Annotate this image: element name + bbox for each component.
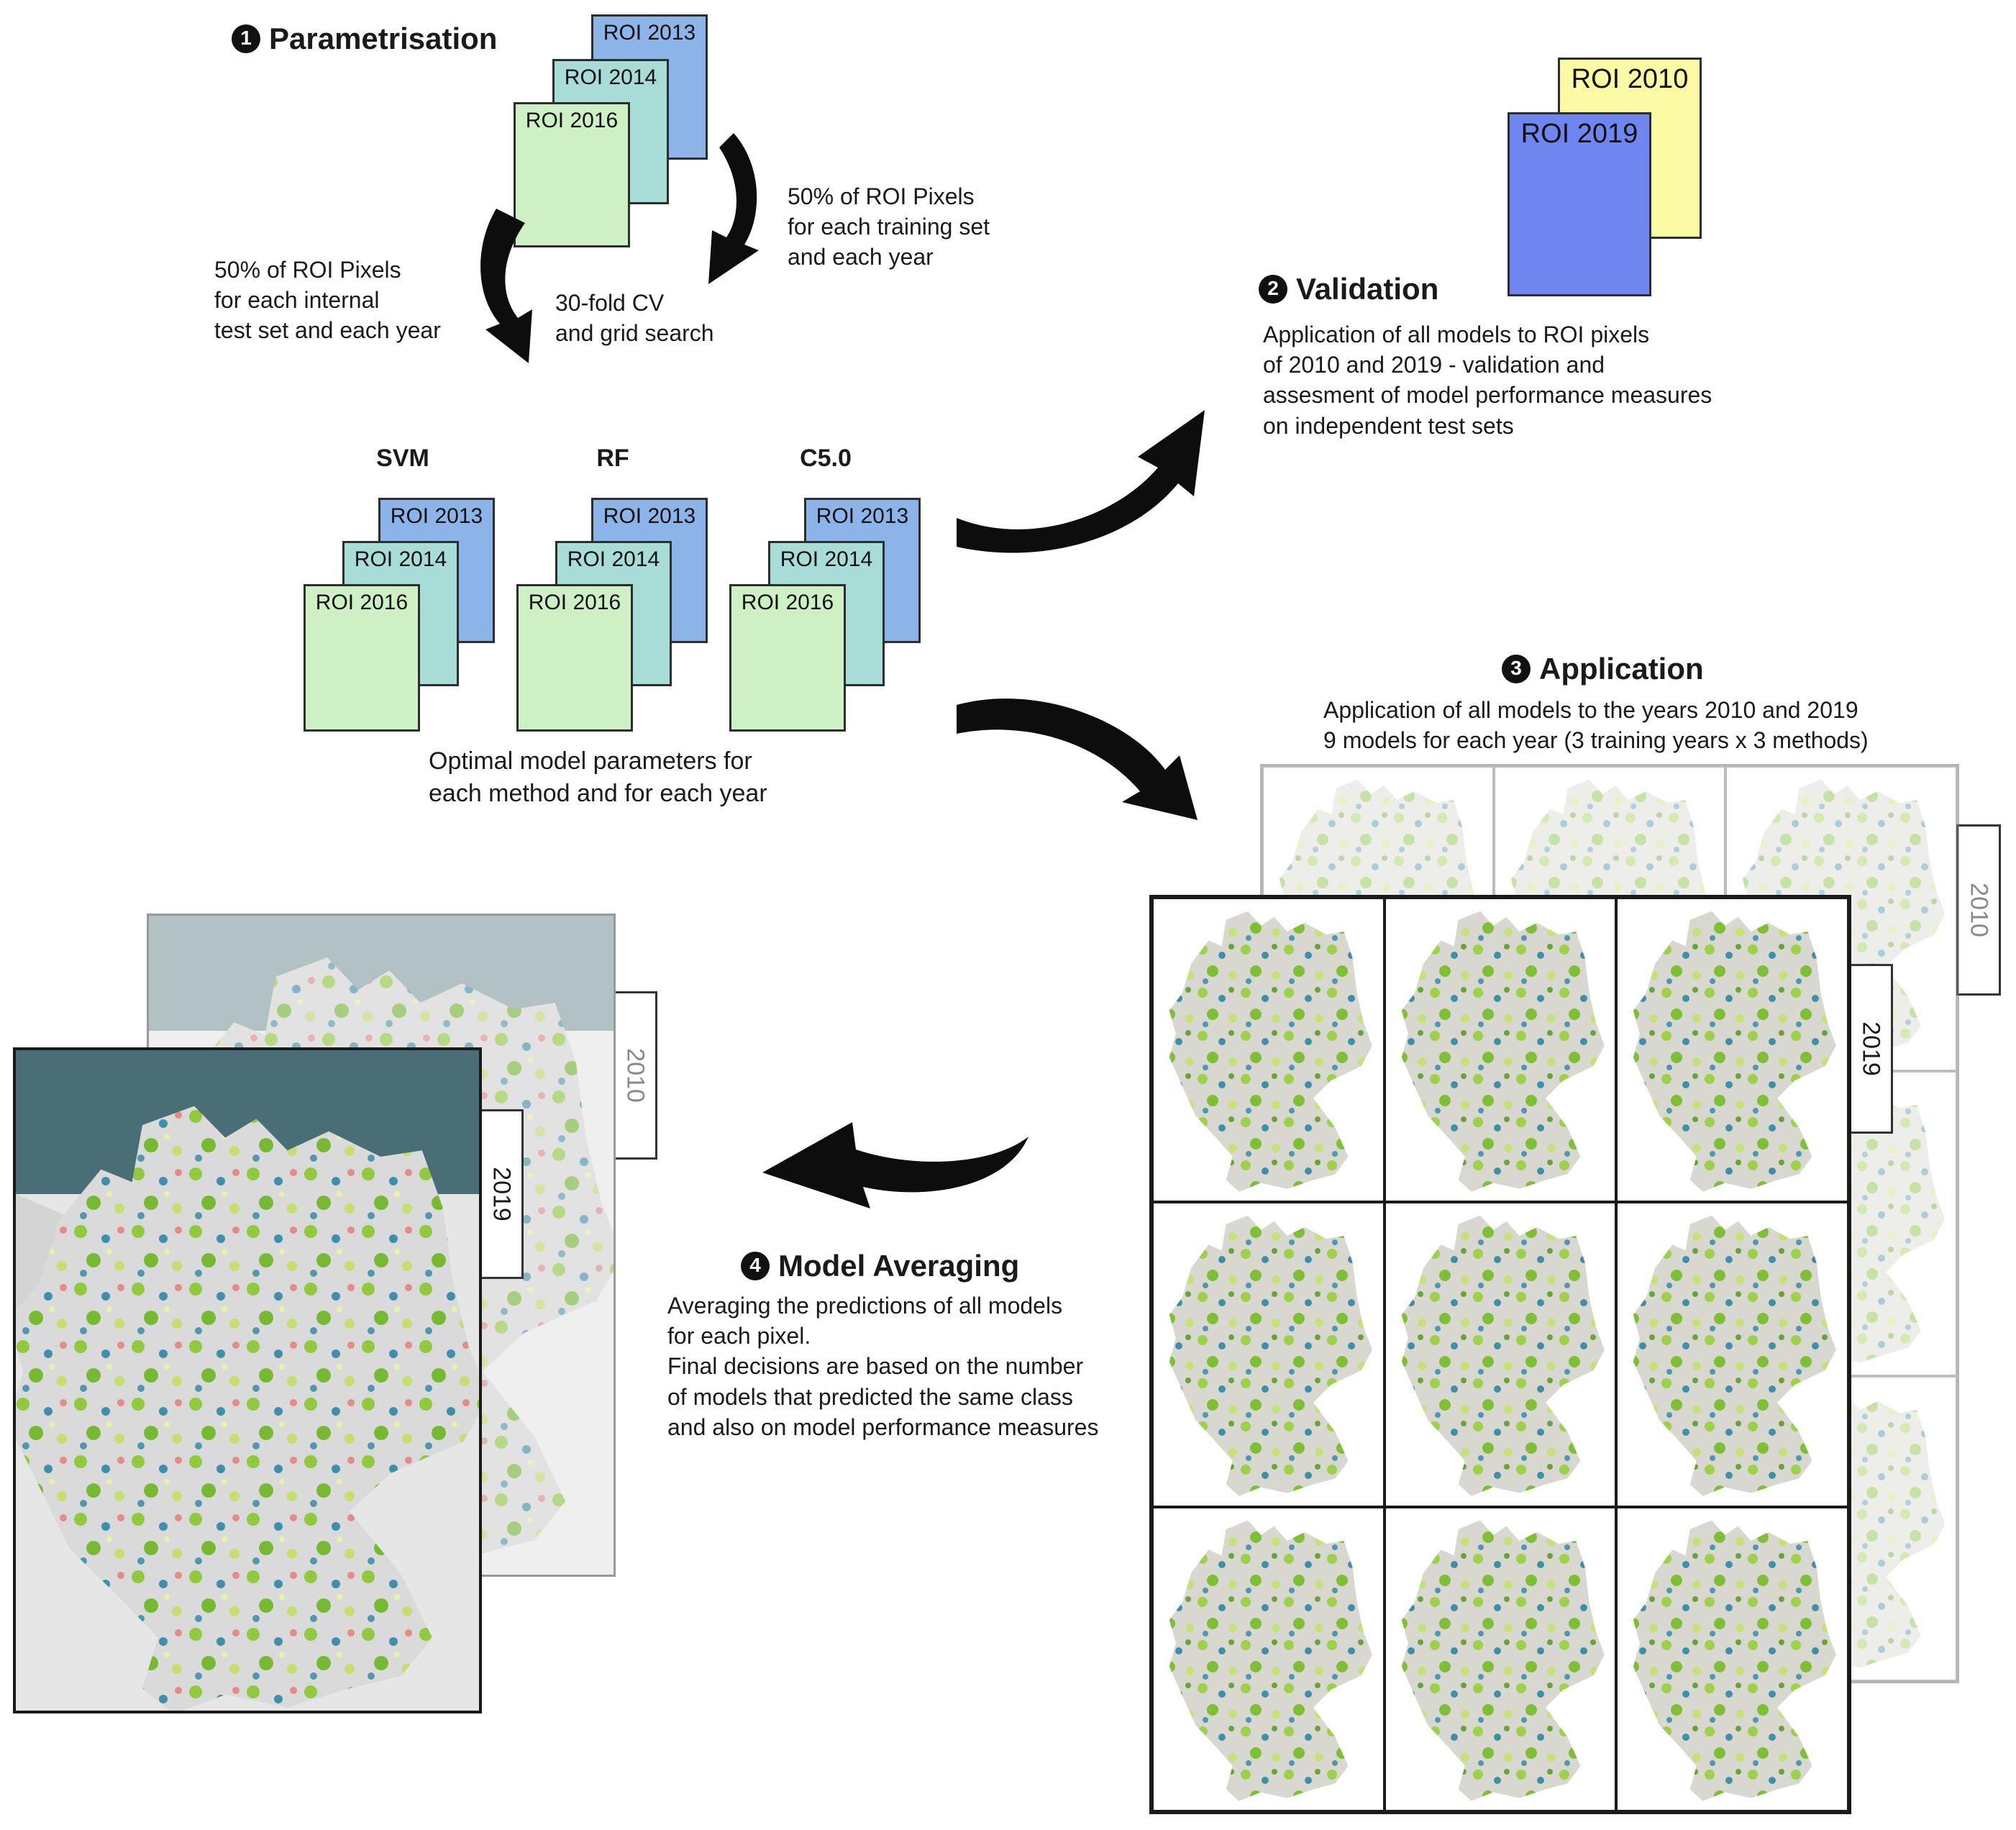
germany-map-icon	[1169, 911, 1372, 1192]
model-map-thumbnail	[1616, 1202, 1848, 1507]
stage2-heading: 2 Validation	[1259, 269, 1438, 309]
curved-arrow-icon	[957, 698, 1198, 820]
stage2-number: 2	[1259, 274, 1287, 304]
stage4-title: Model Averaging	[778, 1249, 1020, 1283]
stage1-heading: 1 Parametrisation	[232, 19, 497, 58]
model-grid-2019	[1149, 895, 1851, 1814]
year-tab-2019: 2019	[479, 1109, 524, 1279]
model-map-thumbnail	[1616, 1506, 1848, 1811]
year-tab-2010: 2010	[613, 991, 657, 1160]
stage3-heading: 3 Application	[1502, 649, 1704, 688]
model-map-thumbnail	[1152, 1506, 1385, 1811]
model-map-thumbnail	[1384, 898, 1617, 1203]
model-map-thumbnail	[1384, 1506, 1617, 1811]
germany-map-icon	[1633, 911, 1837, 1192]
model-map-thumbnail	[1152, 898, 1385, 1203]
model-map-thumbnail	[1616, 898, 1848, 1203]
roi-card-2019: ROI 2019	[1508, 112, 1651, 296]
germany-map-icon	[1401, 911, 1605, 1192]
stage1-title: Parametrisation	[269, 22, 498, 55]
stage4-number: 4	[741, 1251, 770, 1280]
stage3-description: Application of all models to the years 2…	[1323, 697, 1869, 754]
stage3-title: Application	[1539, 652, 1704, 686]
year-tab-2010: 2010	[1956, 824, 2001, 996]
method-rf-label: RF	[596, 445, 629, 472]
roi-card: ROI 2016	[304, 584, 420, 732]
roi-card-2016: ROI 2016	[514, 102, 630, 247]
stage2-title: Validation	[1296, 272, 1439, 306]
roi-card: ROI 2016	[729, 584, 846, 732]
germany-map-icon	[1633, 1520, 1837, 1801]
stage1-number: 1	[232, 24, 260, 53]
method-svm-label: SVM	[376, 445, 429, 472]
stage4-heading: 4 Model Averaging	[741, 1246, 1019, 1285]
roi-card: ROI 2016	[516, 584, 633, 732]
model-map-thumbnail	[1384, 1202, 1617, 1507]
year-tab-2019: 2019	[1848, 964, 1893, 1134]
curved-arrow-icon	[762, 1122, 1028, 1208]
stage3-number: 3	[1502, 654, 1531, 683]
germany-map-icon	[1401, 1520, 1605, 1801]
averaged-map-2019	[13, 1047, 482, 1713]
curved-arrow-icon	[480, 209, 532, 363]
germany-map-icon	[16, 1050, 479, 1711]
curved-arrow-icon	[708, 133, 759, 284]
method-c50-label: C5.0	[800, 445, 852, 472]
curved-arrow-icon	[957, 410, 1205, 553]
germany-map-icon	[1169, 1520, 1372, 1801]
germany-map-icon	[1401, 1215, 1605, 1497]
germany-map-icon	[1169, 1215, 1372, 1497]
model-map-thumbnail	[1152, 1202, 1385, 1507]
germany-map-icon	[1633, 1215, 1837, 1497]
